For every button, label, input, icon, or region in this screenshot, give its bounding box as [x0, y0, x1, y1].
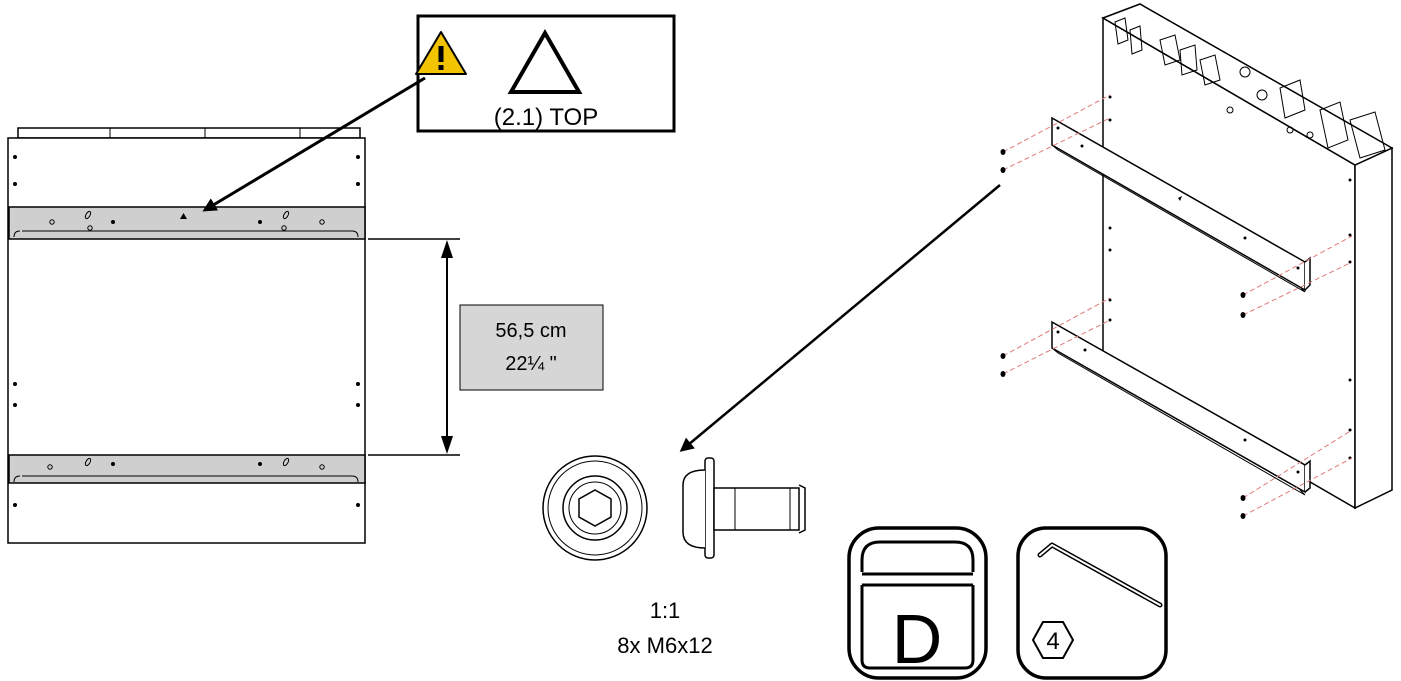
panel-side-holes — [13, 155, 360, 507]
warning-triangle-icon — [415, 31, 467, 75]
tool-tile: 4 — [1016, 526, 1168, 680]
cabinet-isometric-view — [1000, 3, 1394, 519]
screw-spec: 8x M6x12 — [617, 633, 712, 658]
bottom-mounting-bracket — [8, 454, 366, 484]
hex-size-label: 4 — [1046, 628, 1059, 655]
hex-key-icon — [1037, 542, 1163, 608]
dimension-imperial: 22¼ " — [505, 353, 557, 375]
screw-scale: 1:1 — [650, 598, 681, 623]
dimension-metric: 56,5 cm — [495, 320, 566, 342]
warning-arrow — [202, 76, 426, 212]
warning-label-text: (2.1) TOP — [494, 104, 598, 131]
hex-socket-icon — [578, 489, 612, 527]
screw-head-top-view — [542, 455, 648, 561]
open-triangle-icon — [507, 28, 583, 94]
parts-bag-icon — [860, 540, 975, 670]
top-mounting-bracket — [8, 206, 366, 240]
cabinet-top-fittings — [1114, 17, 1386, 159]
parts-bag-tile: D — [847, 526, 988, 680]
screws — [1000, 149, 1246, 519]
cabinet-top-face — [1101, 3, 1394, 166]
front-view-panel — [7, 127, 366, 544]
upper-mounting-rail — [1051, 116, 1311, 293]
screw-arrow — [679, 184, 1001, 452]
hex-size-badge — [1031, 621, 1075, 659]
panel-top-lip — [17, 127, 361, 139]
screw-side-view — [682, 457, 806, 559]
dimension-box: 56,5 cm 22¼ " — [459, 304, 604, 391]
dimension-indicator — [368, 238, 460, 456]
lower-mounting-rail — [1051, 320, 1311, 496]
cabinet-holes — [1108, 95, 1352, 460]
cabinet-side-face — [1354, 146, 1393, 510]
warning-label: (2.1) TOP — [415, 14, 676, 133]
parts-bag-letter: D — [892, 600, 943, 678]
screw-alignment-lines — [1002, 94, 1353, 517]
